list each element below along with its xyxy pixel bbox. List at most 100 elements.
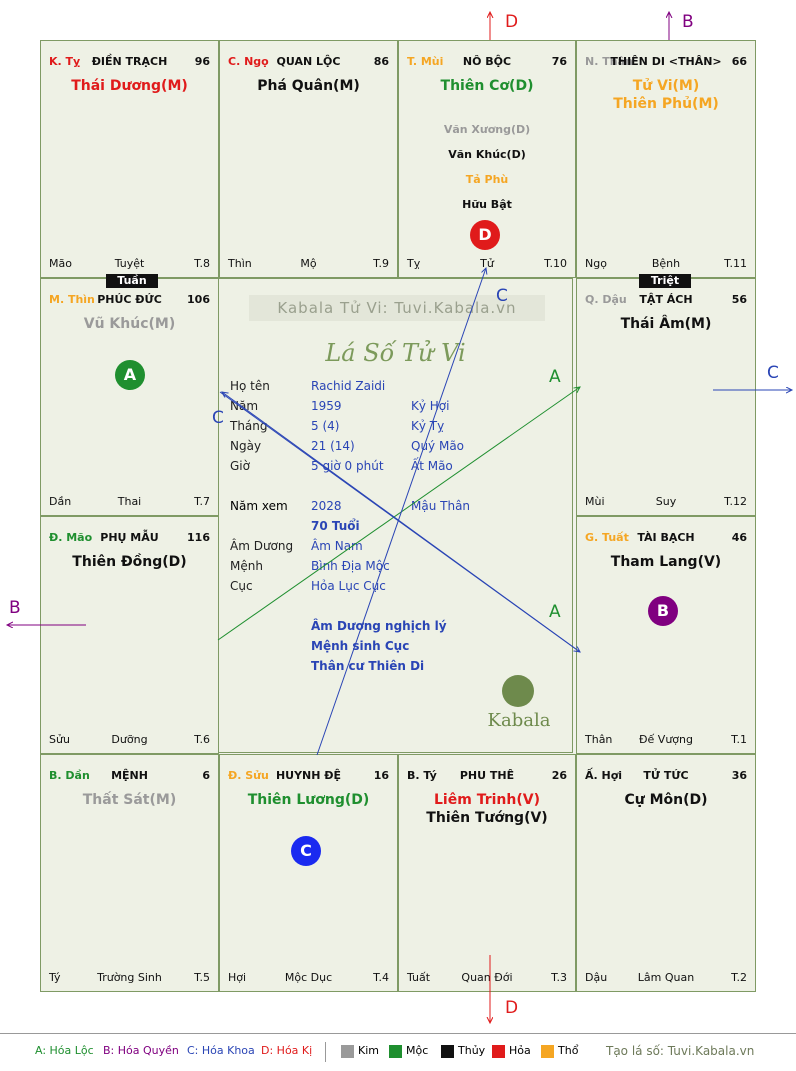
- legend-divider: [325, 1042, 326, 1062]
- info-label: Cục: [230, 579, 253, 593]
- palace-name: NÔ BỘC: [462, 55, 512, 68]
- info-label: Tháng: [230, 419, 268, 433]
- palace-dai-han-chi: Thân: [585, 733, 613, 746]
- palace-can-chi: Ấ. Hợi: [585, 769, 623, 782]
- palace-dai-han-chi: Mùi: [585, 495, 605, 508]
- info-label: Giờ: [230, 459, 250, 473]
- info-value: Bình Địa Mộc: [311, 559, 390, 573]
- palace-dai-han-chi: Tỵ: [407, 257, 421, 270]
- legend-site-link[interactable]: Tạo lá số: Tuvi.Kabala.vn: [606, 1044, 755, 1058]
- info-can-chi: Quý Mão: [411, 439, 465, 453]
- palace-truong-sinh: Suy: [655, 495, 677, 508]
- hoa-loc-line-label-1: A: [549, 367, 561, 387]
- main-star: Phá Quân(M): [257, 78, 360, 94]
- palace-score: 96: [194, 55, 210, 68]
- palace-thang: T.3: [551, 971, 567, 984]
- palace-name: PHÚC ĐỨC: [97, 293, 162, 306]
- palace-truong-sinh: Trường Sinh: [97, 971, 162, 984]
- palace-score: 116: [187, 531, 210, 544]
- triet-tag: Triệt: [639, 274, 691, 288]
- badge-thin: A: [115, 360, 145, 390]
- palace-can-chi: B. Tý: [407, 769, 437, 782]
- note-line: Thân cư Thiên Di: [311, 659, 425, 673]
- palace-can-chi: M. Thìn: [49, 293, 95, 306]
- main-star: Thiên Phủ(M): [613, 96, 719, 112]
- legend-hoa-loc: A: Hóa Lộc: [35, 1044, 94, 1057]
- palace-can-chi: T. Mùi: [407, 55, 444, 68]
- palace-dai-han-chi: Dần: [49, 495, 72, 508]
- palace-score: 6: [202, 769, 210, 782]
- palace-score: 86: [373, 55, 389, 68]
- hoa-quyen-arrow-left-label: B: [9, 598, 21, 618]
- palace-dai-han-chi: Ngọ: [585, 257, 607, 270]
- moc-swatch: [389, 1045, 402, 1058]
- note-line: Âm Dương nghịch lý: [311, 619, 447, 633]
- legend-hoa-ki: D: Hóa Kị: [261, 1044, 313, 1057]
- palace-thang: T.5: [194, 971, 210, 984]
- legend-thuy: Thủy: [458, 1044, 486, 1057]
- nam-xem-can: Mậu Thân: [411, 499, 471, 513]
- palace-can-chi: K. Tỵ: [49, 55, 81, 68]
- palace-truong-sinh: Tuyệt: [114, 257, 145, 270]
- main-star: Thái Dương(M): [71, 78, 188, 94]
- palace-thang: T.11: [724, 257, 747, 270]
- palace-can-chi: Q. Dậu: [585, 293, 627, 306]
- palace-can-chi: Đ. Sửu: [228, 769, 269, 782]
- palace-name: TỬ TỨC: [643, 769, 689, 782]
- tuan-tag: Tuần: [106, 274, 158, 288]
- palace-truong-sinh: Dưỡng: [111, 733, 148, 746]
- palace-thang: T.4: [373, 971, 389, 984]
- main-star: Vũ Khúc(M): [83, 316, 176, 332]
- info-label: Họ tên: [230, 379, 270, 393]
- palace-name: TÀI BẠCH: [637, 531, 695, 544]
- main-star: Thái Âm(M): [620, 316, 712, 332]
- info-label: Năm: [230, 399, 259, 413]
- palace-score: 46: [731, 531, 747, 544]
- hoa-quyen-arrow-top-label: B: [682, 12, 694, 32]
- minor-star: Hữu Bật: [462, 198, 512, 211]
- palace-can-chi: Đ. Mão: [49, 531, 93, 544]
- palace-score: 106: [187, 293, 210, 306]
- info-value: 1959: [311, 399, 342, 413]
- tho-swatch: [541, 1045, 554, 1058]
- note-line: Mệnh sinh Cục: [311, 639, 410, 653]
- palace-dai-han-chi: Tuất: [407, 971, 431, 984]
- palace-score: 56: [731, 293, 747, 306]
- palace-score: 66: [731, 55, 747, 68]
- palace-thang: T.10: [544, 257, 567, 270]
- palace-can-chi: G. Tuất: [585, 531, 629, 544]
- main-star: Thiên Cơ(D): [440, 78, 534, 94]
- main-star: Tham Lang(V): [610, 554, 722, 570]
- info-can-chi: Kỷ Hợi: [411, 399, 450, 413]
- chart-title: Lá Số Tử Vi: [325, 339, 466, 367]
- palace-can-chi: B. Dần: [49, 769, 90, 782]
- minor-star: Văn Xương(D): [443, 123, 531, 136]
- palace-score: 76: [551, 55, 567, 68]
- kim-swatch: [341, 1045, 354, 1058]
- kabala-logo-text: Kabala: [487, 710, 551, 731]
- badge-mui: D: [470, 220, 500, 250]
- palace-name: MỆNH: [111, 769, 148, 782]
- main-star: Cự Môn(D): [624, 792, 708, 808]
